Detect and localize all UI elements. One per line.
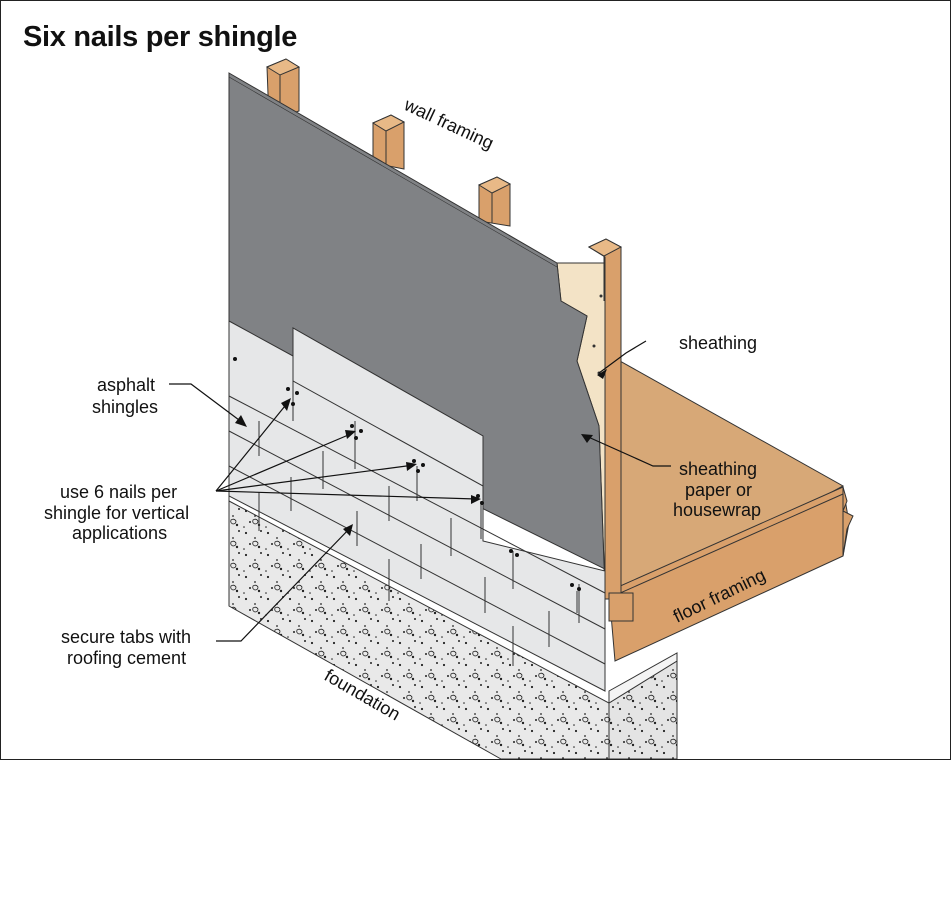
paper-label-line2: paper or — [685, 480, 752, 500]
sheathing-label: sheathing — [679, 333, 757, 353]
tabs-label-line1: secure tabs with — [61, 627, 191, 647]
leader-lines — [169, 340, 671, 642]
wall-diagram: floor framing foundation — [44, 58, 854, 759]
paper-label-line1: sheathing — [679, 459, 757, 479]
nails-label-line2: shingle for vertical — [44, 503, 189, 523]
asphalt-label-line2: shingles — [92, 397, 158, 417]
stud-2 — [371, 114, 406, 170]
nails-label-line1: use 6 nails per — [60, 482, 177, 502]
paper-label-line3: housewrap — [673, 500, 761, 520]
diagram-frame: Six nails per shingle floor framing — [0, 0, 951, 760]
wall-framing-studs — [265, 58, 634, 622]
nail-dots — [233, 357, 581, 591]
nails-label-line3: applications — [72, 523, 167, 543]
asphalt-shingles — [228, 320, 606, 692]
wall-framing-label: wall framing — [400, 94, 496, 153]
stud-4 — [587, 238, 634, 622]
tabs-label-line2: roofing cement — [67, 648, 186, 668]
arrow-heads — [235, 369, 607, 536]
diagram-title: Six nails per shingle — [23, 21, 298, 53]
asphalt-label-line1: asphalt — [97, 375, 155, 395]
stud-3 — [477, 176, 512, 227]
floor-framing: floor framing — [608, 355, 854, 662]
